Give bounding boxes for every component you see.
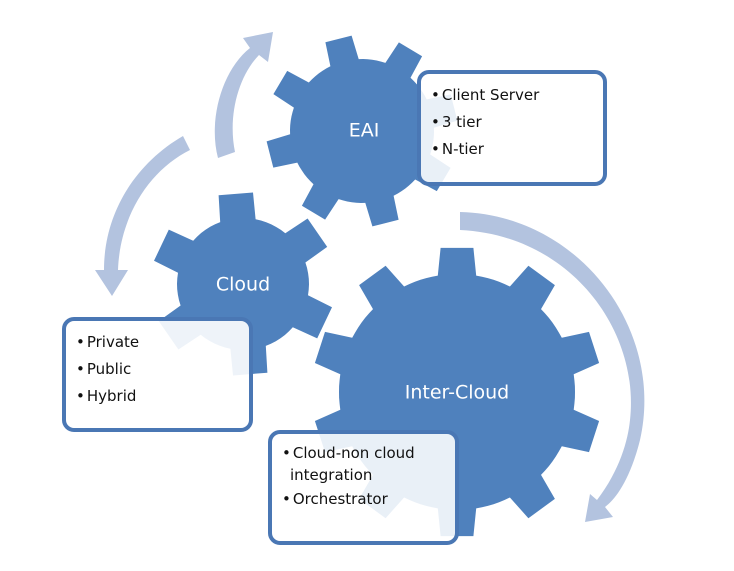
cloud-item: Public <box>76 356 239 383</box>
eai-details-box: Client Server 3 tier N-tier <box>417 70 607 186</box>
cloud-item: Hybrid <box>76 383 239 410</box>
eai-item: N-tier <box>431 136 593 163</box>
eai-item: Client Server <box>431 82 593 109</box>
eai-item: 3 tier <box>431 109 593 136</box>
inter-cloud-item: Cloud-non cloud integration <box>282 442 445 486</box>
cloud-details-box: Private Public Hybrid <box>62 317 253 432</box>
circular-arrow-up-icon <box>214 32 273 158</box>
cloud-item: Private <box>76 329 239 356</box>
gear-label-inter-cloud: Inter-Cloud <box>405 382 510 404</box>
inter-cloud-item: Orchestrator <box>282 486 445 513</box>
circular-arrow-down-left-icon <box>95 136 190 296</box>
inter-cloud-details-box: Cloud-non cloud integration Orchestrator <box>268 430 459 545</box>
circular-arrow-down-right-icon <box>460 212 645 522</box>
gear-label-eai: EAI <box>349 120 380 142</box>
gear-label-cloud: Cloud <box>216 274 270 296</box>
gear-eai-icon <box>266 35 458 227</box>
